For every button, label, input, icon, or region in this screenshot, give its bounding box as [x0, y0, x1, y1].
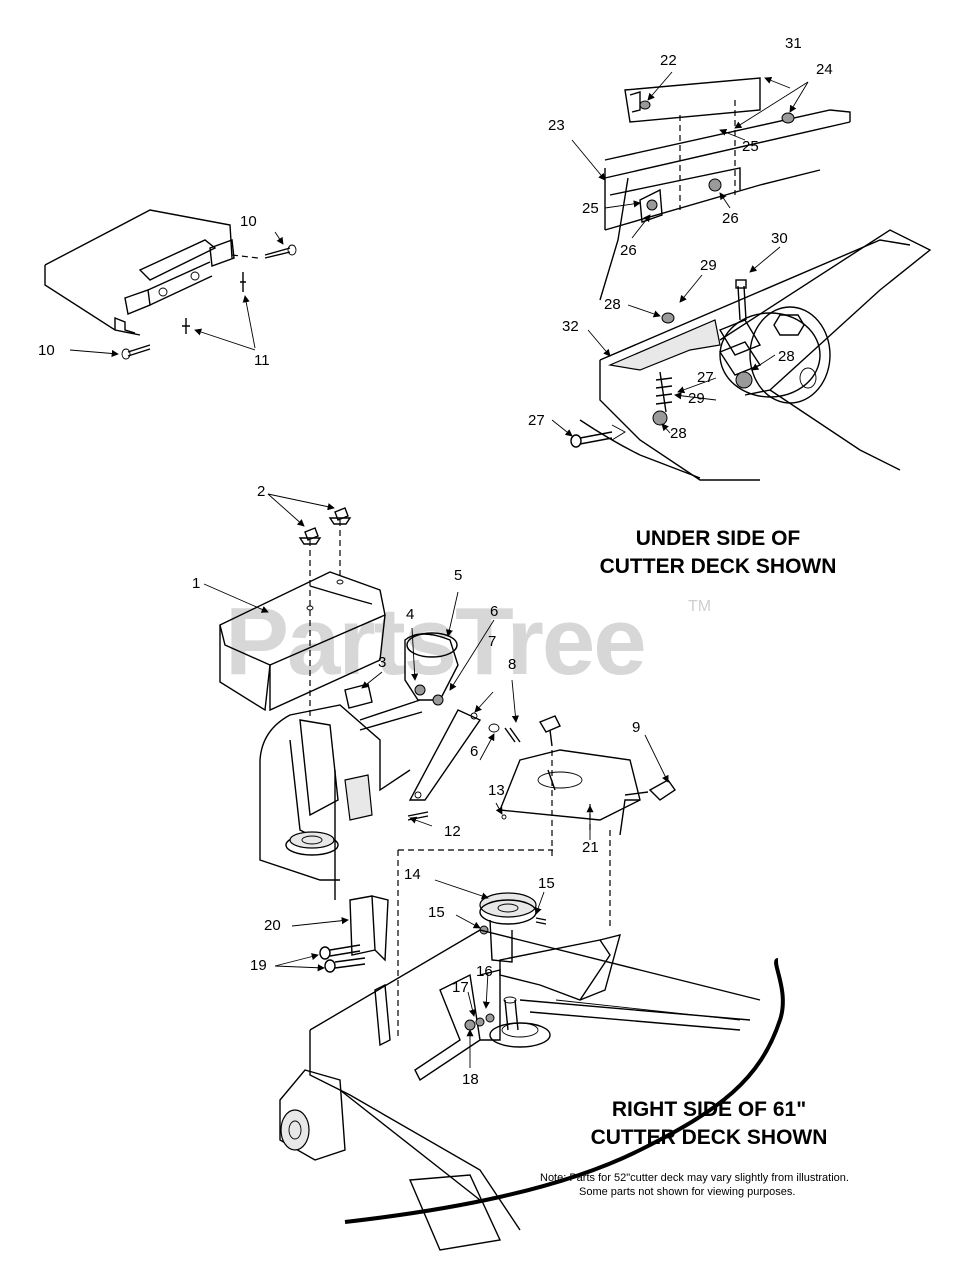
callout-13: 13	[488, 782, 505, 799]
callout-17: 17	[452, 979, 469, 996]
callout-15: 15	[428, 904, 445, 921]
callout-32: 32	[562, 318, 579, 335]
callout-10: 10	[240, 213, 257, 230]
callout-28: 28	[778, 348, 795, 365]
callout-22: 22	[660, 52, 677, 69]
callout-5: 5	[454, 567, 463, 584]
callout-8: 8	[508, 656, 517, 673]
illustration-note-line2: Some parts not shown for viewing purpose…	[579, 1186, 796, 1198]
illustration-note-line1: Note: Parts for 52"cutter deck may vary …	[540, 1172, 849, 1184]
callout-10: 10	[38, 342, 55, 359]
callout-9: 9	[632, 719, 641, 736]
deck-right-side-view	[279, 929, 785, 1251]
deck-cover-assembly	[203, 493, 676, 1040]
callout-24: 24	[816, 61, 833, 78]
callout-25: 25	[742, 138, 759, 155]
callout-25: 25	[582, 200, 599, 217]
callout-6: 6	[470, 743, 479, 760]
callout-14: 14	[404, 866, 421, 883]
callout-16: 16	[476, 963, 493, 980]
callout-1: 1	[192, 575, 201, 592]
watermark: PartsTree	[225, 588, 647, 695]
callout-31: 31	[785, 35, 802, 52]
callout-29: 29	[688, 390, 705, 407]
callout-28: 28	[604, 296, 621, 313]
callout-30: 30	[771, 230, 788, 247]
caption-right-side-line2: CUTTER DECK SHOWN	[590, 1126, 828, 1149]
callout-27: 27	[697, 369, 714, 386]
callout-21: 21	[582, 839, 599, 856]
callout-7: 7	[488, 633, 497, 650]
callout-12: 12	[444, 823, 461, 840]
callout-26: 26	[620, 242, 637, 259]
callout-26: 26	[722, 210, 739, 227]
callout-23: 23	[548, 117, 565, 134]
callout-3: 3	[378, 654, 387, 671]
callout-2: 2	[257, 483, 266, 500]
callout-20: 20	[264, 917, 281, 934]
callout-4: 4	[406, 606, 415, 623]
callout-27: 27	[528, 412, 545, 429]
callout-29: 29	[700, 257, 717, 274]
caption-under-side-line2: CUTTER DECK SHOWN	[599, 555, 837, 578]
callout-18: 18	[462, 1071, 479, 1088]
callout-28: 28	[670, 425, 687, 442]
caption-right-side-line1: RIGHT SIDE OF 61"	[611, 1098, 807, 1121]
callout-11: 11	[254, 352, 270, 369]
caption-under-side-line1: UNDER SIDE OF	[635, 527, 801, 550]
callout-6: 6	[490, 603, 499, 620]
watermark-trademark: TM	[688, 598, 712, 615]
callout-19: 19	[250, 957, 267, 974]
callout-15: 15	[538, 875, 555, 892]
underside-deck-view	[551, 71, 932, 481]
chute-hinge-assembly	[44, 209, 297, 360]
